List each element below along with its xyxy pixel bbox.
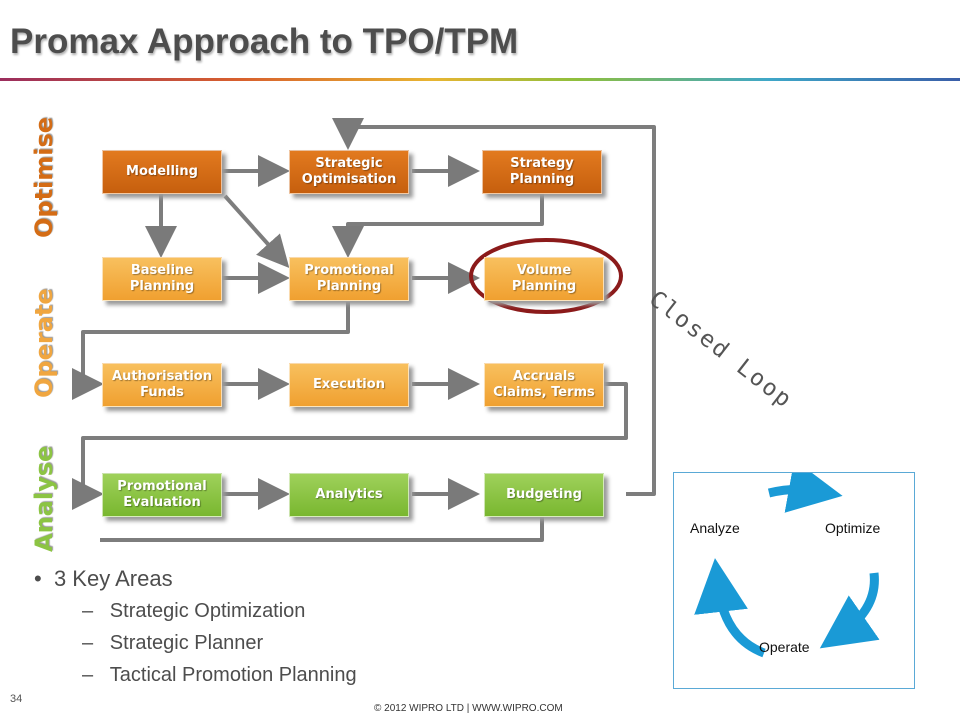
bullet-sub-item: – Strategic Planner: [82, 632, 264, 654]
bullet-sub-text: Tactical Promotion Planning: [109, 664, 357, 686]
box-strategic-optimisation-line1: Strategic: [315, 156, 383, 171]
box-accruals-claims-terms: Accruals Claims, Terms: [484, 363, 604, 407]
box-promotional-planning-line2: Planning: [316, 279, 382, 294]
box-volume-planning: Volume Planning: [484, 257, 604, 301]
box-budgeting-label: Budgeting: [506, 487, 582, 502]
box-budgeting: Budgeting: [484, 473, 604, 517]
title-divider: [0, 78, 960, 81]
page-number: 34: [10, 693, 23, 705]
box-modelling: Modelling: [102, 150, 222, 194]
box-modelling-label: Modelling: [126, 164, 198, 179]
bullet-sub-item: – Tactical Promotion Planning: [82, 664, 357, 686]
box-volume-planning-line1: Volume: [516, 263, 572, 278]
box-baseline-planning-line1: Baseline: [130, 263, 194, 278]
bullet-main-text: 3 Key Areas: [53, 566, 173, 591]
box-promotional-planning-line1: Promotional: [304, 263, 394, 278]
box-accruals-line2: Claims, Terms: [493, 385, 595, 400]
box-accruals-line1: Accruals: [512, 369, 576, 384]
box-strategy-planning-line2: Planning: [509, 172, 575, 187]
box-promotional-planning: Promotional Planning: [289, 257, 409, 301]
cycle-arrow-left: [694, 558, 766, 658]
box-baseline-planning: Baseline Planning: [102, 257, 222, 301]
box-volume-planning-line2: Planning: [511, 279, 577, 294]
box-baseline-planning-line2: Planning: [129, 279, 195, 294]
box-authorisation-funds: Authorisation Funds: [102, 363, 222, 407]
footer-copyright: © 2012 WIPRO LTD | WWW.WIPRO.COM: [374, 703, 563, 714]
box-strategy-planning-line1: Strategy: [510, 156, 574, 171]
bullet-main: • 3 Key Areas: [34, 566, 173, 591]
box-authorisation-funds-line2: Funds: [140, 385, 184, 400]
cycle-arrows: [694, 473, 880, 658]
highlight-circle: [469, 238, 623, 314]
cycle-diagram: Analyze Optimize Operate: [673, 472, 915, 689]
box-strategic-optimisation: Strategic Optimisation: [289, 150, 409, 194]
box-analytics-label: Analytics: [315, 487, 383, 502]
box-strategic-optimisation-line2: Optimisation: [301, 172, 397, 187]
page-title: Promax Approach to TPO/TPM: [10, 22, 519, 61]
box-strategy-planning: Strategy Planning: [482, 150, 602, 194]
bullet-sub-item: – Strategic Optimization: [82, 600, 306, 622]
box-authorisation-funds-line1: Authorisation: [112, 369, 212, 384]
box-execution: Execution: [289, 363, 409, 407]
bullet-sub-text: Strategic Optimization: [109, 600, 306, 622]
cycle-label-operate: Operate: [759, 639, 810, 655]
box-promotional-evaluation-line1: Promotional: [117, 479, 207, 494]
cycle-label-analyze: Analyze: [690, 520, 740, 536]
cycle-label-optimize: Optimize: [825, 520, 881, 536]
box-promotional-evaluation: Promotional Evaluation: [102, 473, 222, 517]
bullet-sub-text: Strategic Planner: [109, 632, 264, 654]
box-analytics: Analytics: [289, 473, 409, 517]
cycle-arrow-top: [767, 473, 843, 513]
cycle-arrow-right: [819, 572, 880, 649]
box-promotional-evaluation-line2: Evaluation: [123, 495, 201, 510]
box-execution-label: Execution: [313, 377, 385, 392]
key-areas-list: • 3 Key Areas – Strategic Optimization –…: [34, 566, 357, 696]
